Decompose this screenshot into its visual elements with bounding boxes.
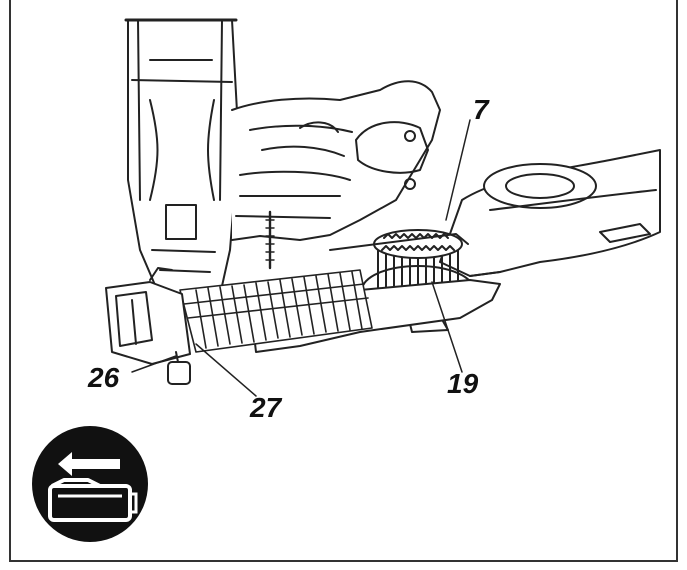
nail-strip	[179, 269, 373, 353]
leader-27	[195, 343, 257, 397]
callout-27: 27	[250, 392, 282, 423]
callout-19: 19	[447, 368, 479, 399]
coil-arm	[439, 149, 661, 277]
remove-battery-icon	[32, 426, 148, 542]
figure-border	[9, 0, 678, 562]
callout-26: 26	[88, 362, 120, 393]
leader-7	[445, 119, 471, 221]
feeder-front	[105, 267, 191, 385]
leader-26	[131, 355, 177, 373]
leader-lines	[131, 119, 471, 397]
leader-19	[431, 281, 463, 373]
tool-body	[124, 18, 239, 297]
depth-scale	[265, 210, 275, 270]
tool-handle	[231, 80, 441, 241]
callout-7: 7	[473, 94, 489, 125]
